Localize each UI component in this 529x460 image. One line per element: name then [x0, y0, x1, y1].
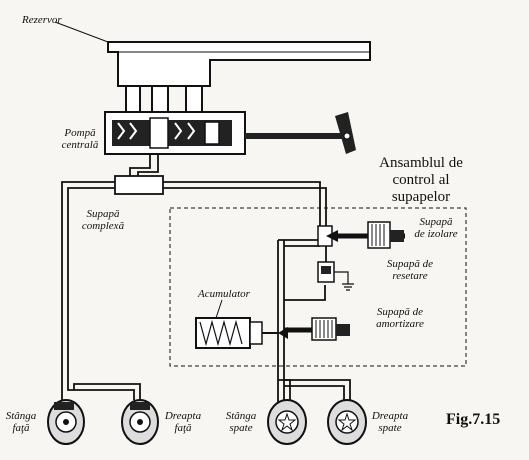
master-pump-label-line2: centrală [61, 139, 99, 151]
damping-valve-label-line1: Supapă de [376, 306, 424, 318]
master-pump-label-line1: Pompă [64, 127, 96, 139]
wheel-rear-left-label: Stânga spate [216, 410, 266, 434]
reservoir-tank [107, 41, 371, 87]
reset-valve [317, 261, 354, 291]
isolation-valve-label-line1: Supapă [419, 216, 453, 228]
reset-valve-label: Supapă de resetare [376, 258, 444, 282]
complex-valve-label: Supapă complexă [70, 208, 136, 232]
isolation-valve [317, 221, 405, 249]
wheel-front-right-label: Dreapta faţă [158, 410, 208, 434]
control-assembly-box [169, 207, 467, 367]
wheel-front-right-label-line1: Dreapta [164, 410, 202, 422]
isolation-valve-label-line2: de izolare [414, 228, 458, 240]
complex-valve-label-line2: complexă [81, 220, 125, 232]
brake-pedal [245, 112, 356, 154]
wheel-rear-right [327, 399, 367, 445]
damping-valve [278, 317, 350, 341]
wheel-front-right [121, 399, 159, 445]
damping-valve-label-line2: amortizare [376, 318, 424, 330]
wheel-front-right-label-line2: faţă [174, 422, 192, 434]
wheel-front-left-label-line1: Stânga [5, 410, 37, 422]
wheel-front-left-label-line2: faţă [12, 422, 30, 434]
hydraulic-lines [61, 154, 351, 402]
complex-valve-label-line1: Supapă [86, 208, 120, 220]
reservoir-outlets [125, 85, 203, 115]
wheel-rear-right-label-line2: spate [378, 422, 402, 434]
control-assembly-title: Ansamblul de control al supapelor [366, 155, 476, 206]
reservoir-label: Rezervor [22, 14, 62, 26]
wheel-rear-left-label-line1: Stânga [225, 410, 257, 422]
control-assembly-title-line3: supapelor [391, 189, 451, 205]
master-pump-label: Pompă centrală [52, 127, 108, 151]
control-assembly-title-line1: Ansamblul de [379, 155, 463, 171]
reservoir-leader-line [54, 21, 109, 43]
reset-valve-label-line1: Supapă de [386, 258, 434, 270]
reset-valve-label-line2: resetare [392, 270, 428, 282]
wheel-rear-left [267, 399, 307, 445]
wheel-rear-left-label-line2: spate [229, 422, 253, 434]
accumulator [195, 317, 278, 349]
wheel-front-left [47, 399, 85, 445]
figure-number: Fig.7.15 [446, 411, 501, 428]
damping-valve-label: Supapă de amortizare [364, 306, 436, 330]
wheel-rear-right-label-line1: Dreapta [371, 410, 409, 422]
wheel-front-left-label: Stânga faţă [0, 410, 42, 434]
accumulator-leader-line [215, 299, 223, 319]
accumulator-label: Acumulator [198, 288, 250, 300]
wheel-rear-right-label: Dreapta spate [364, 410, 416, 434]
control-assembly-title-line2: control al [392, 172, 450, 188]
master-cylinder [104, 111, 246, 155]
isolation-valve-label: Supapă de izolare [408, 216, 464, 240]
